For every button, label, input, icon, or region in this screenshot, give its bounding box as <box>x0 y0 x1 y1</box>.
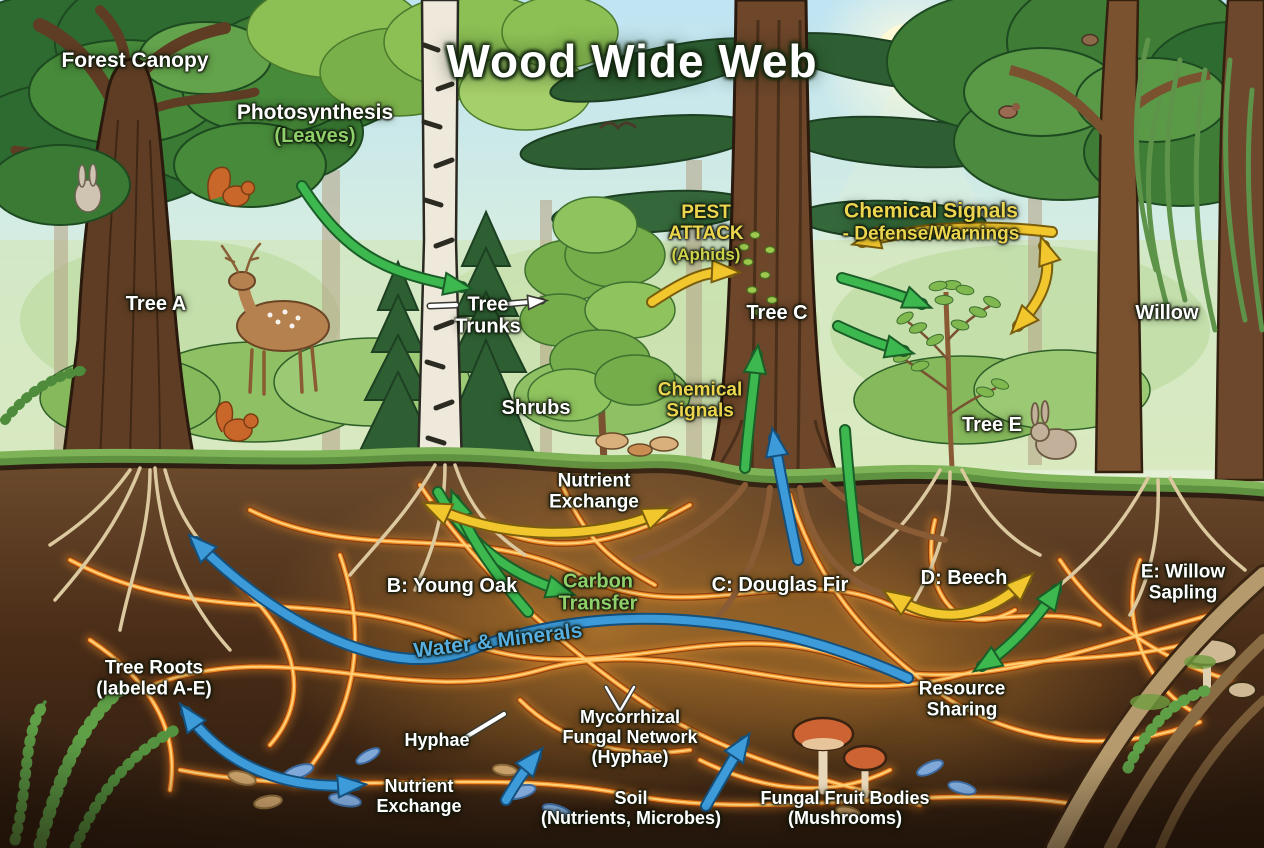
label-tree-roots: Tree Roots (labeled A-E) <box>96 657 212 700</box>
water-minerals-arrow <box>187 532 912 682</box>
aphids-illustration <box>738 230 778 317</box>
signal-to-sapling-arrow-1 <box>838 274 934 309</box>
page-title: Wood Wide Web <box>446 35 818 88</box>
soil-to-fungi-arrow <box>702 731 752 810</box>
nutrient-exchange-arrow <box>420 501 674 537</box>
soil-uptake-arrow <box>502 746 545 804</box>
hyphae-pointer-line <box>464 712 506 739</box>
signal-to-sapling-arrow-2 <box>834 322 917 359</box>
label-d-beech: D: Beech <box>920 566 1008 589</box>
maple-tree-illustration <box>1008 0 1211 474</box>
rabbit-illustration <box>1030 400 1077 460</box>
tree-trunks-arrow <box>506 301 542 304</box>
label-carbon-transfer: Carbon Transfer <box>558 570 638 615</box>
squirrel-on-branch <box>207 166 256 207</box>
label-mycorrhizal-network: Mycorrhizal Fungal Network (Hyphae) <box>562 706 698 768</box>
sapling-tree-e-illustration <box>892 280 1010 469</box>
label-b-young-oak: B: Young Oak <box>386 574 518 597</box>
willow-tree-illustration <box>1133 0 1264 482</box>
label-nutrient-exchange-mid: Nutrient Exchange <box>549 470 639 513</box>
trunk-up-green-arrow <box>741 342 768 472</box>
squirrel-illustration <box>215 401 259 442</box>
label-nutrient-exchange-bottom: Nutrient Exchange <box>376 775 462 816</box>
willow-signal-arrow <box>1009 233 1062 336</box>
young-tree-illustration <box>519 196 676 463</box>
bird-icons <box>598 33 1099 131</box>
label-chemical-signals-defense: Chemical Signals - Defense/Warnings <box>842 199 1020 245</box>
label-resource-sharing: Resource Sharing <box>918 678 1006 721</box>
defense-warning-arrow <box>849 223 1056 250</box>
resource-sharing-green-arrow <box>971 579 1064 673</box>
tree-trunks-pointer-line <box>428 303 458 308</box>
label-chemical-signals: Chemical Signals <box>657 379 743 422</box>
rabbit-on-branch <box>74 163 102 213</box>
flow-arrows <box>178 180 1064 812</box>
pest-attack-arrow <box>648 258 743 306</box>
deer-illustration <box>220 242 330 396</box>
trunk-side-green-arrow <box>841 426 862 564</box>
photosynthesis-arrow <box>298 182 475 296</box>
label-tree-trunks: Tree Trunks <box>455 293 521 338</box>
label-photosynthesis: Photosynthesis (Leaves) <box>236 101 394 147</box>
nutrient-exchange-blue-arrow <box>178 701 369 799</box>
trunk-up-blue-arrow <box>764 425 802 564</box>
label-willow: Willow <box>1135 301 1199 324</box>
label-forest-canopy: Forest Canopy <box>61 49 209 73</box>
c-d-exchange-arrow <box>881 571 1036 619</box>
label-tree-e: Tree E <box>961 413 1023 436</box>
label-tree-a: Tree A <box>125 292 187 315</box>
mycorrhizal-pointer <box>604 685 636 713</box>
label-pest-attack: PEST ATTACK (Aphids) <box>668 202 744 264</box>
label-shrubs: Shrubs <box>501 396 571 419</box>
label-soil: Soil (Nutrients, Microbes) <box>540 787 722 828</box>
surface-mushrooms <box>595 432 679 457</box>
label-fungal-fruit-bodies: Fungal Fruit Bodies (Mushrooms) <box>760 787 930 828</box>
label-e-willow-sapling: E: Willow Sapling <box>1140 561 1226 604</box>
label-hyphae: Hyphae <box>404 729 470 750</box>
label-c-douglas-fir: C: Douglas Fir <box>711 573 849 596</box>
label-tree-c: Tree C <box>746 301 808 324</box>
